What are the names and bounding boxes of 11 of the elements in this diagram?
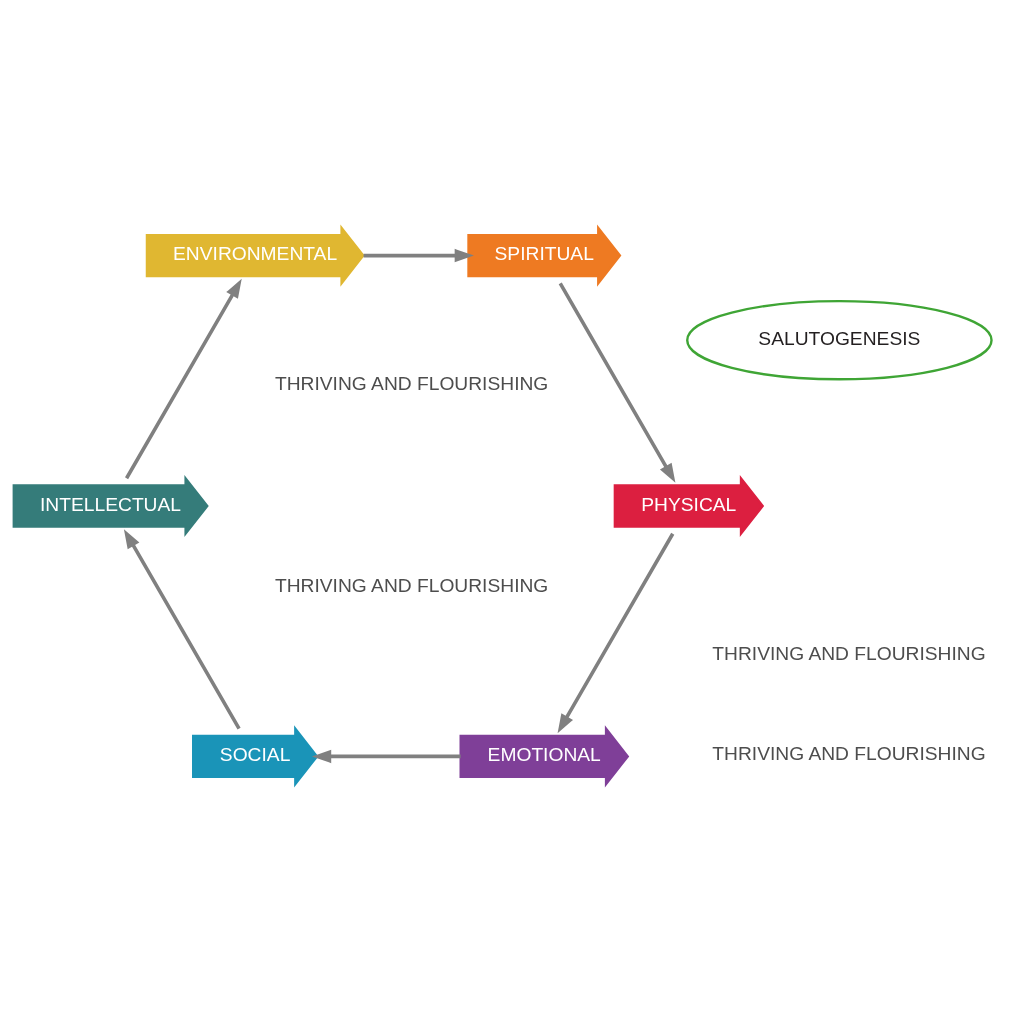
label: THRIVING AND FLOURISHING [711,642,986,664]
arrow [363,248,474,262]
arrow [558,281,675,483]
label: THRIVING AND FLOURISHING [274,574,548,596]
arrow [557,532,674,733]
label: THRIVING AND FLOURISHING [274,372,548,394]
arrow [311,749,461,763]
arrow [124,278,242,479]
node-ellipse: SALUTOGENESIS [685,299,993,380]
label: THRIVING AND FLOURISHING [711,742,986,764]
arrow [123,528,241,730]
